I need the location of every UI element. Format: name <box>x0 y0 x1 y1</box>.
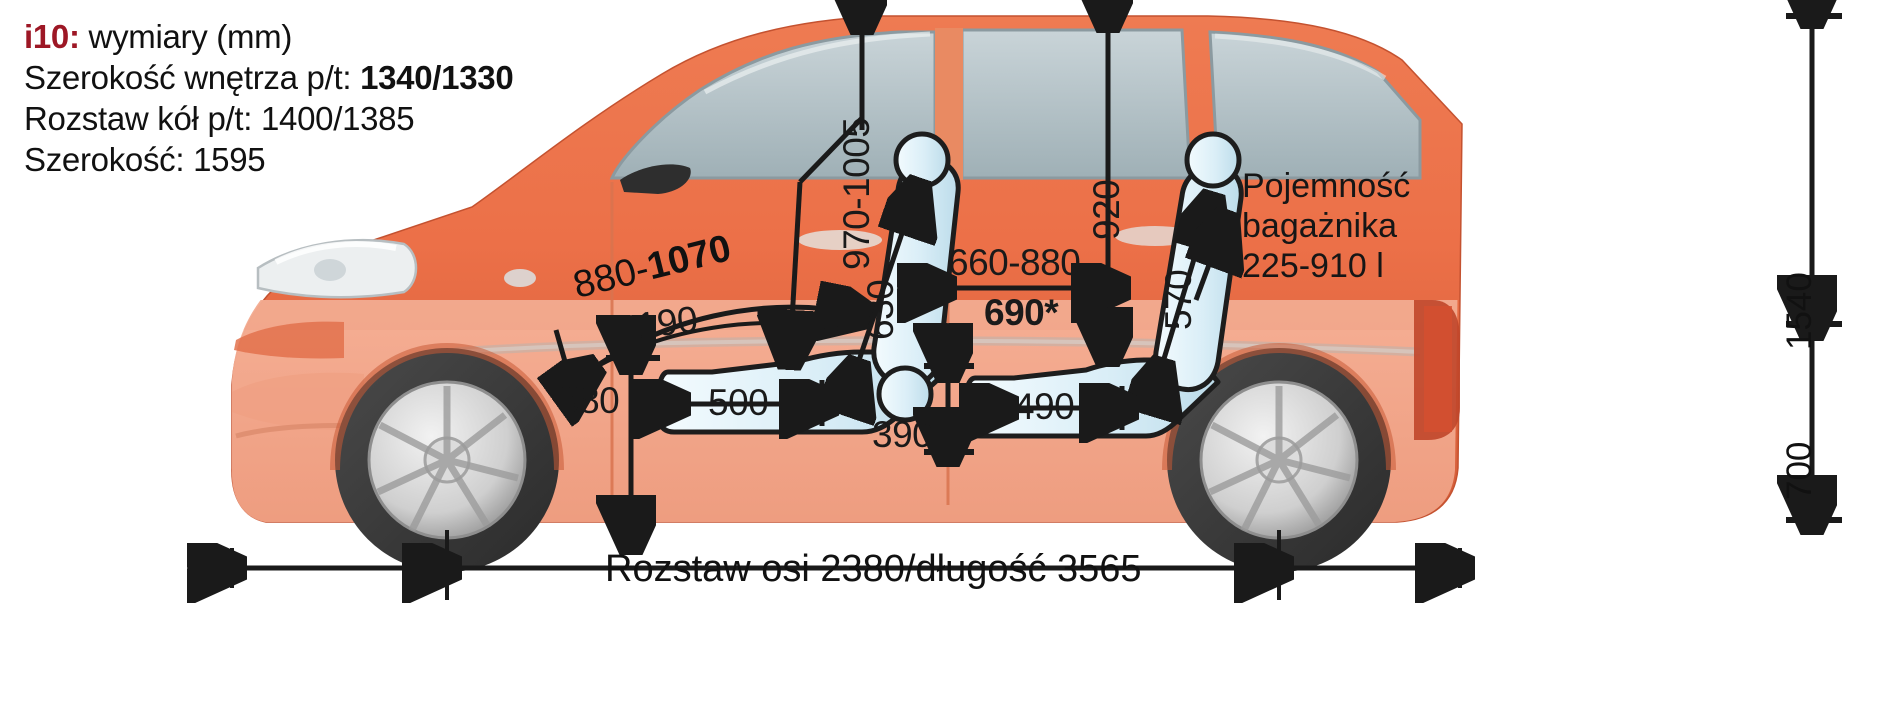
label-front-headroom: 970-1005 <box>836 117 877 270</box>
cargo-line-3: 225-910 l <box>1242 247 1384 285</box>
label-front-backrest: 630 <box>860 279 901 340</box>
spec-value-width: 1595 <box>193 141 266 178</box>
label-ground-clearance: 700 <box>1780 441 1819 500</box>
label-rear-seat-height: 390 <box>872 414 933 455</box>
spec-line-interior-width: Szerokość wnętrza p/t: 1340/1330 <box>24 57 724 98</box>
spec-block: i10: wymiary (mm) Szerokość wnętrza p/t:… <box>24 16 724 180</box>
label-rear-legroom-typical: 690* <box>984 292 1059 333</box>
car-rear <box>1414 300 1460 440</box>
label-rear-legroom-range: 660-880 <box>948 242 1081 283</box>
car-front <box>232 238 536 439</box>
spec-line-width: Szerokość: 1595 <box>24 139 724 180</box>
label-front-cushion-depth: 500 <box>708 382 769 423</box>
label-rear-backrest: 570 <box>1158 269 1199 330</box>
spec-label-track: Rozstaw kół p/t: <box>24 100 261 137</box>
model-name: i10: <box>24 18 80 55</box>
front-wheel <box>335 348 559 572</box>
spec-label-width: Szerokość: <box>24 141 194 178</box>
cargo-line-1: Pojemność <box>1242 167 1411 205</box>
dimension-arrows <box>232 14 1842 600</box>
label-rear-cushion-depth: 490 <box>1014 386 1075 427</box>
spec-line-track: Rozstaw kół p/t: 1400/1385 <box>24 98 724 139</box>
label-rear-headroom: 920 <box>1086 179 1127 240</box>
spec-value-track: 1400/1385 <box>261 100 415 137</box>
spec-label-interior-width: Szerokość wnętrza p/t: <box>24 59 361 96</box>
label-wheelbase-length: Rozstaw osi 2380/długość 3565 <box>605 548 1142 590</box>
cargo-capacity-note: Pojemność bagażnika 225-910 l <box>1242 166 1410 286</box>
label-front-seat-height: 580 <box>559 380 620 421</box>
spec-value-interior-width: 1340/1330 <box>360 59 514 96</box>
label-overall-height: 1540 <box>1780 272 1819 350</box>
spec-title-rest: wymiary (mm) <box>79 18 293 55</box>
spec-title: i10: wymiary (mm) <box>24 16 724 57</box>
cargo-line-2: bagażnika <box>1242 207 1398 245</box>
label-steering-adjust: 190 <box>634 298 700 347</box>
